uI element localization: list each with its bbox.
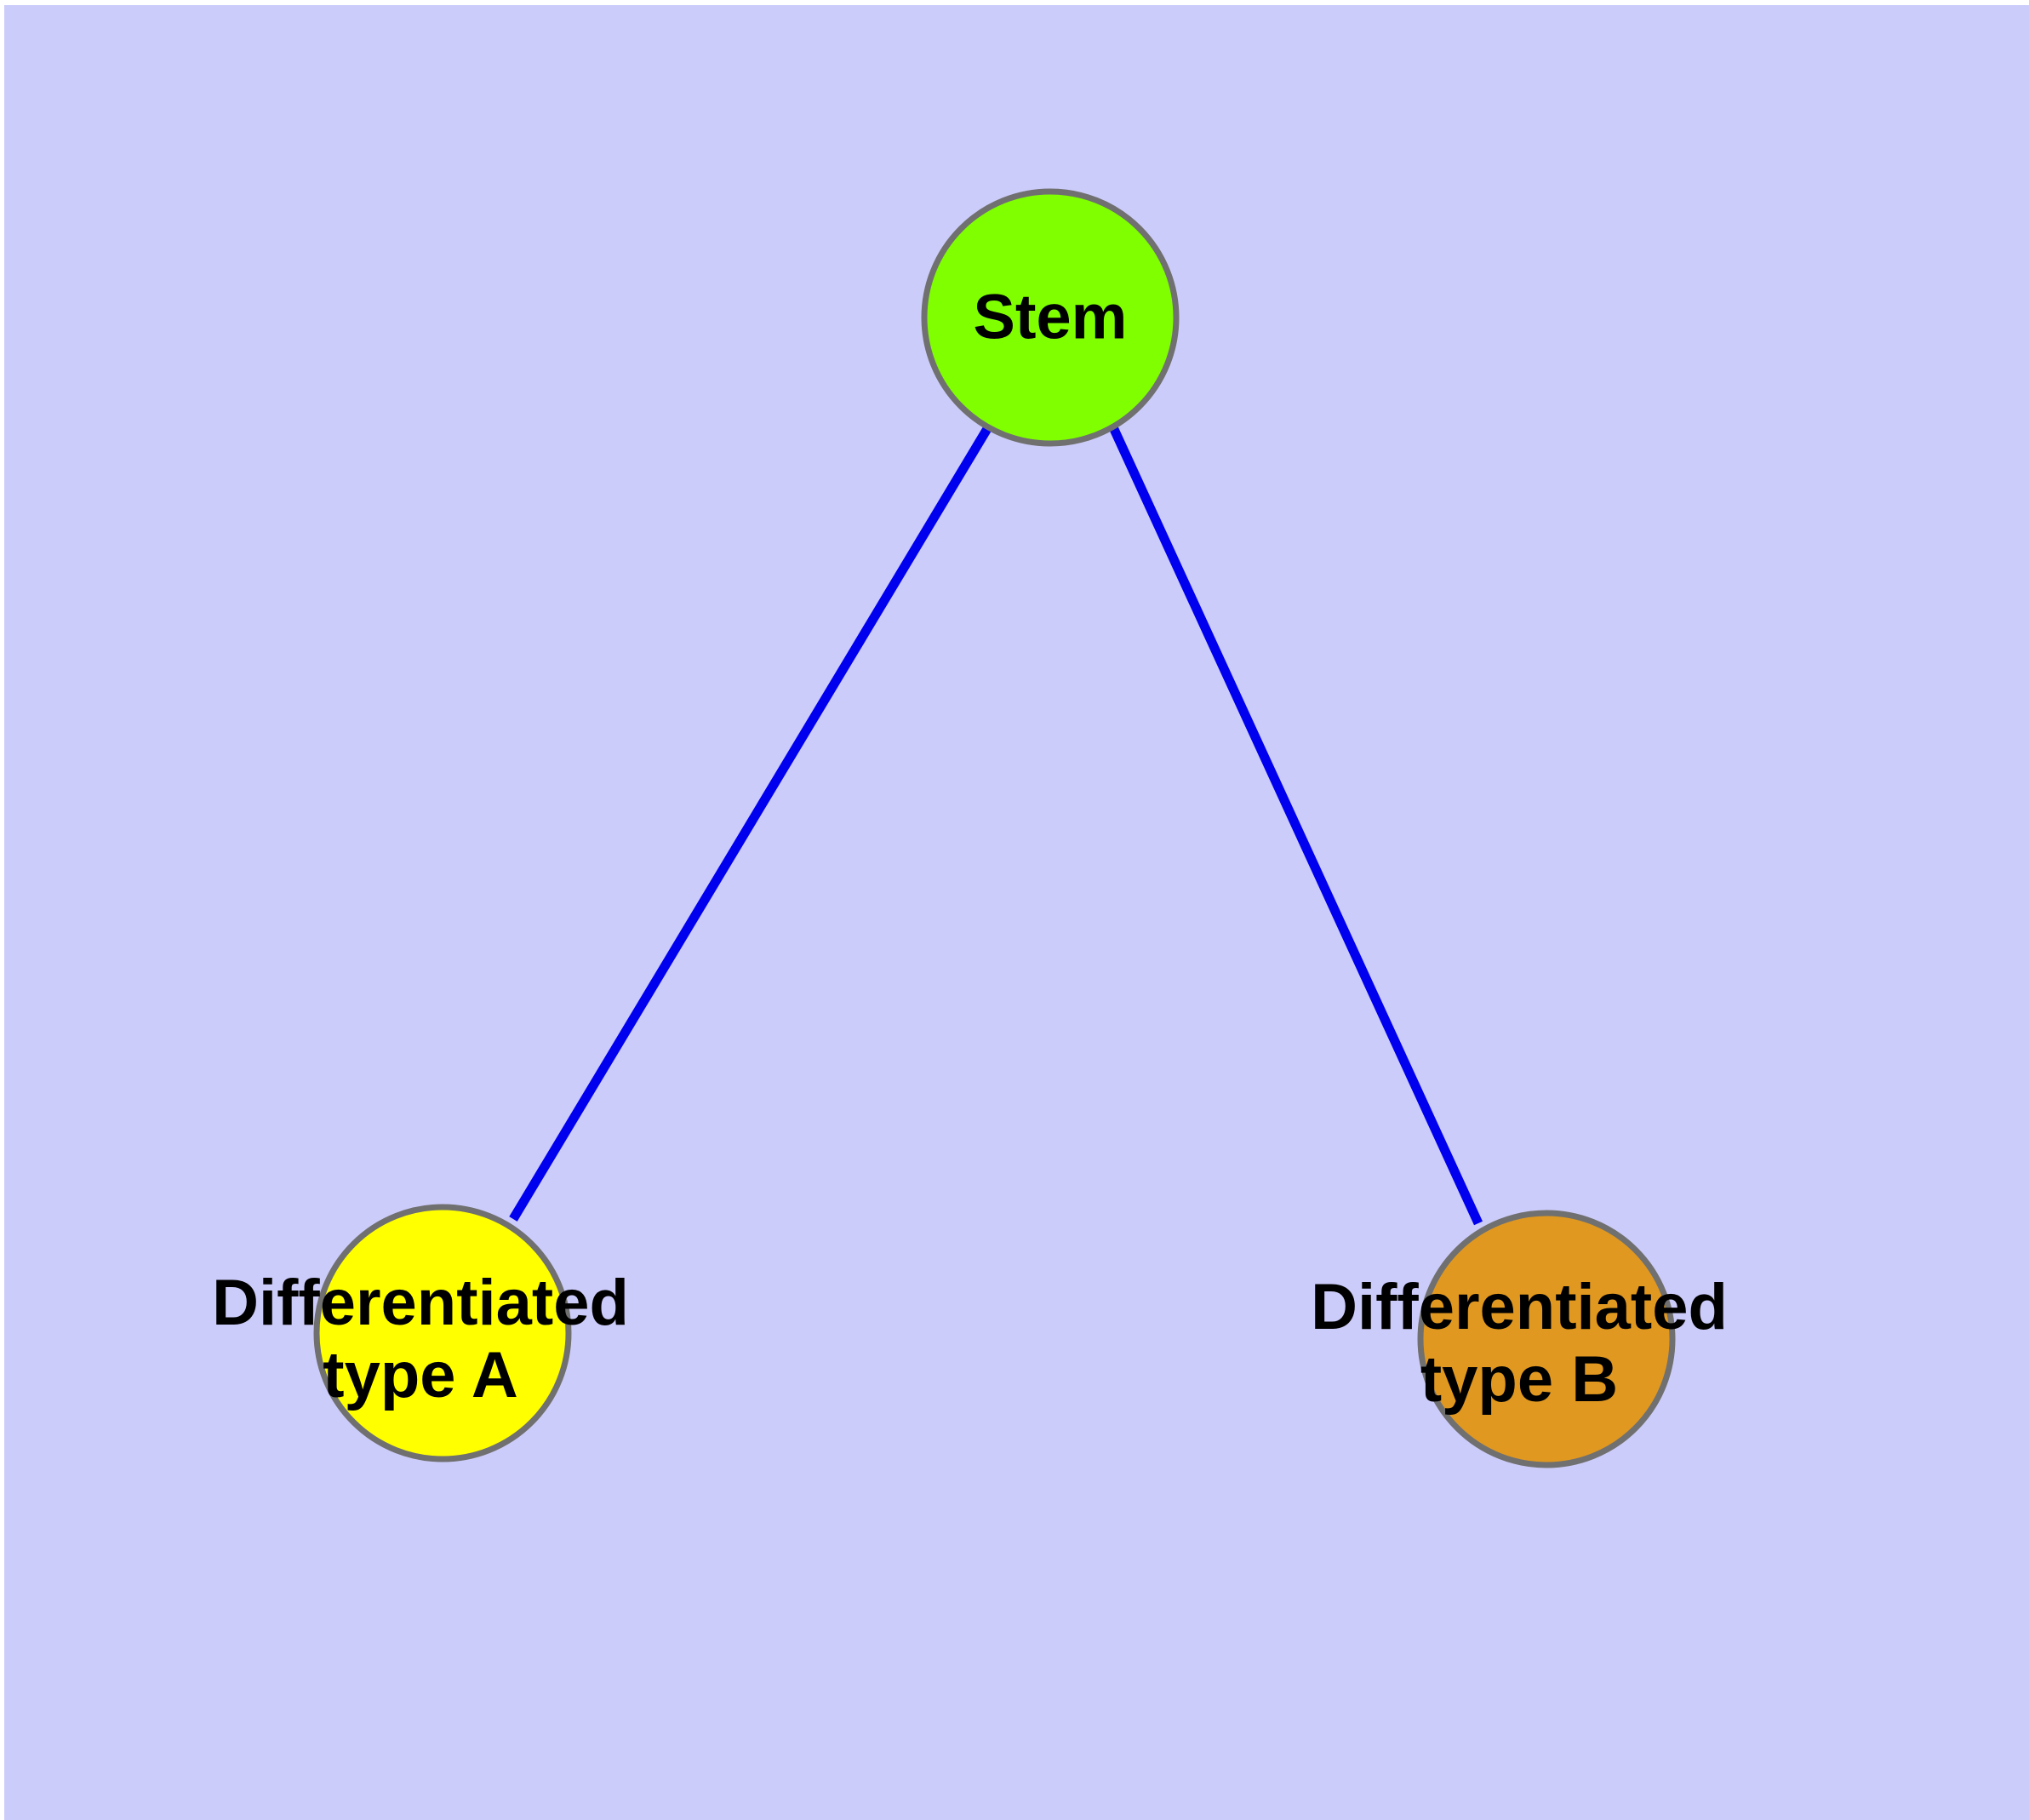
node-differentiated-type-b[interactable] xyxy=(1417,1210,1676,1468)
edge-stem-to-type-b xyxy=(1109,425,1483,1226)
node-differentiated-type-a[interactable] xyxy=(313,1204,572,1462)
edge-stem-to-type-a xyxy=(509,425,992,1222)
edge-layer xyxy=(509,425,1483,1226)
node-stem[interactable] xyxy=(921,188,1180,447)
node-layer xyxy=(313,188,1676,1468)
